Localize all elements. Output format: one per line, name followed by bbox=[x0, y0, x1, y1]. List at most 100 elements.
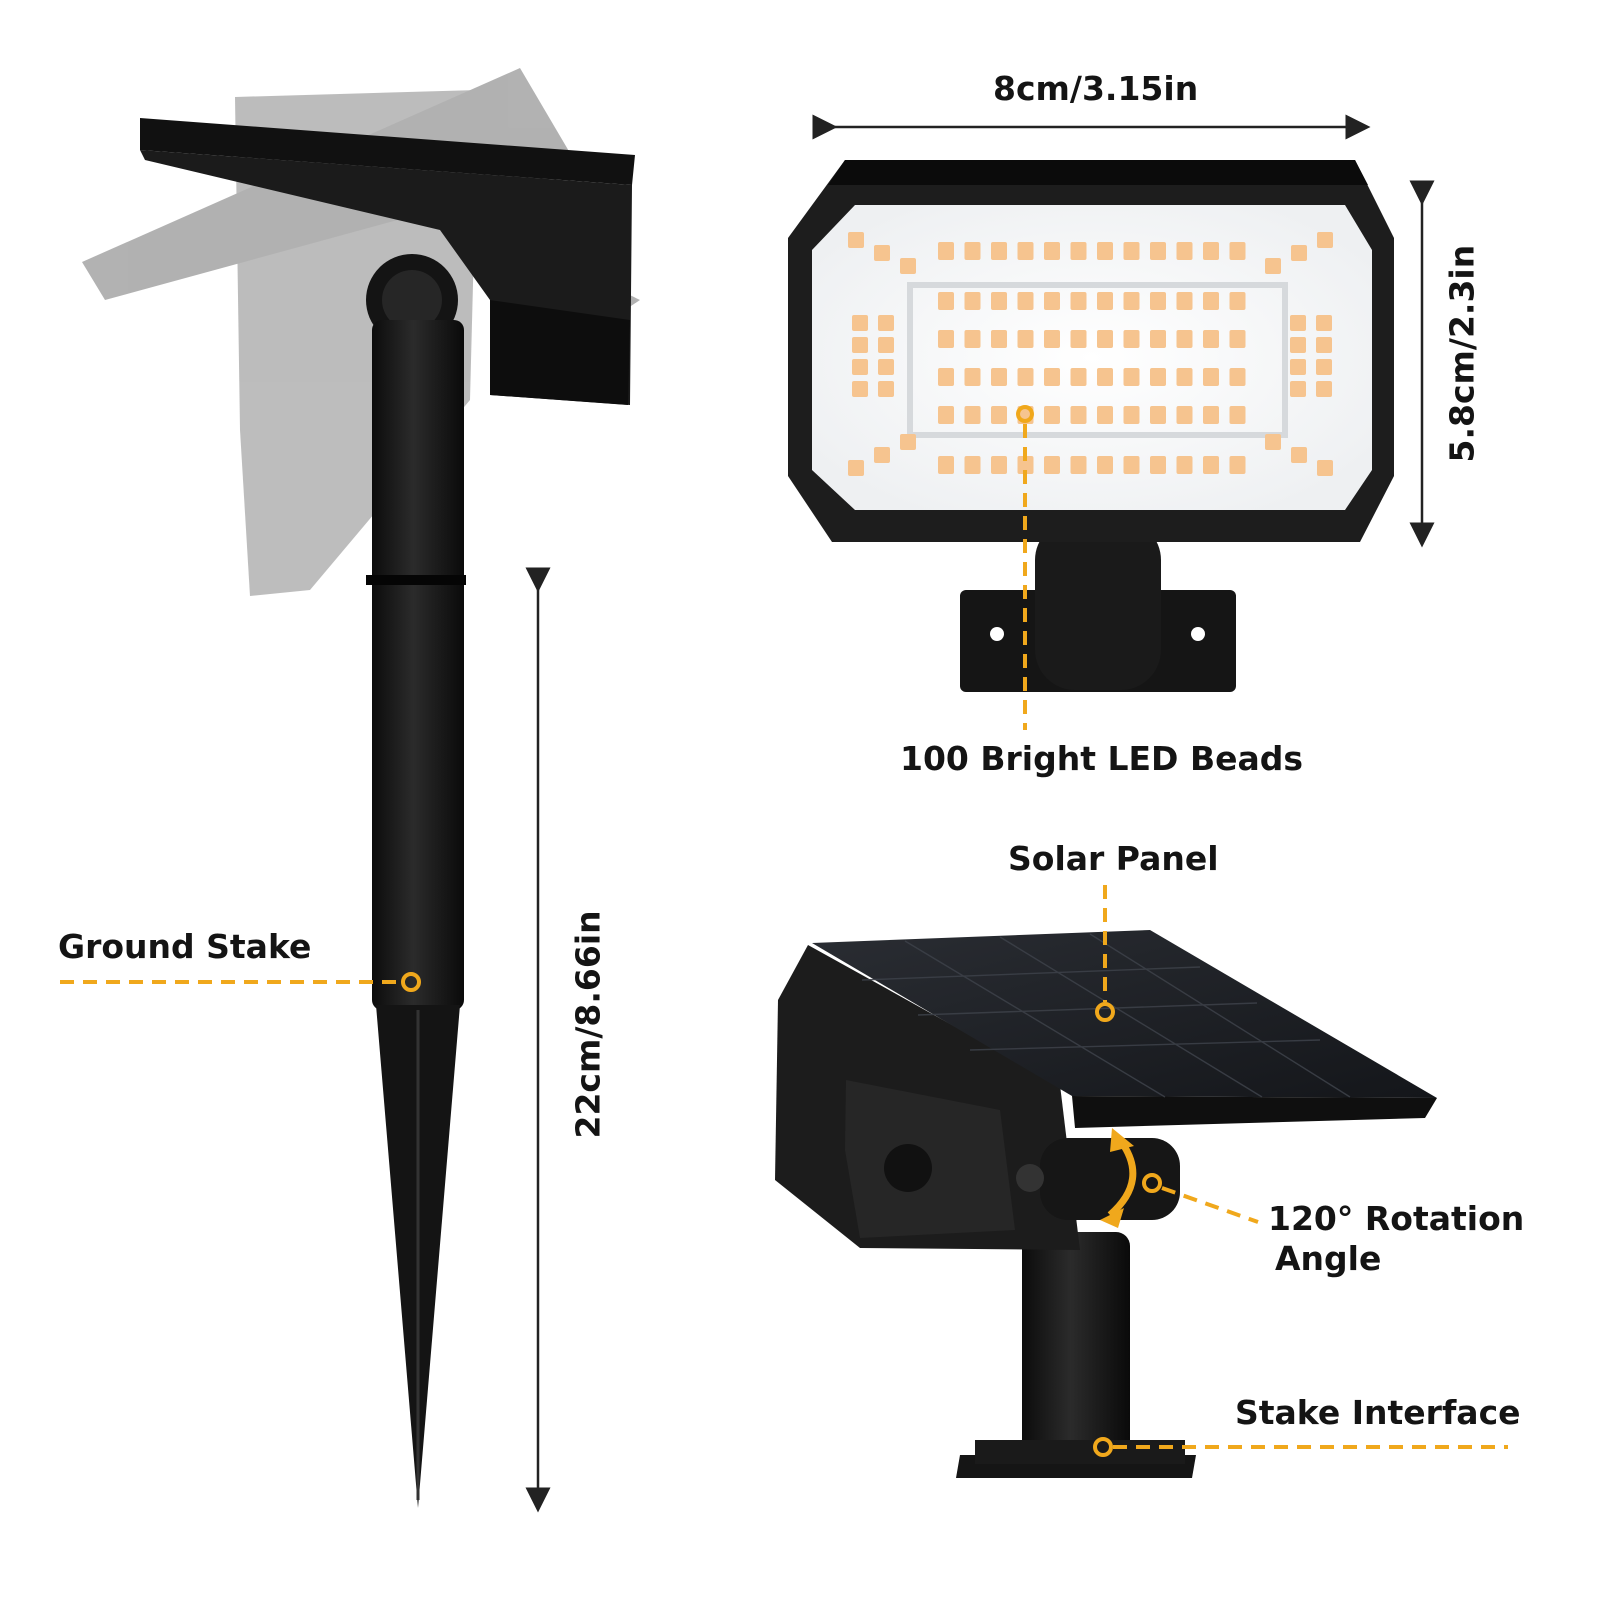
led-bead bbox=[1229, 330, 1246, 348]
solar-panel-callout bbox=[1095, 885, 1115, 1022]
led-bead bbox=[874, 447, 890, 463]
rotation-angle-label-line2: Angle bbox=[1275, 1239, 1382, 1278]
led-bead bbox=[1229, 368, 1246, 386]
led-bead bbox=[852, 337, 868, 353]
led-bead bbox=[878, 381, 894, 397]
led-bead bbox=[1070, 456, 1087, 474]
stake-interface-callout bbox=[1093, 1437, 1508, 1457]
led-bead bbox=[1203, 330, 1219, 348]
led-bead bbox=[1017, 292, 1034, 310]
led-bead bbox=[991, 406, 1007, 424]
led-bead bbox=[1044, 292, 1060, 310]
led-bead bbox=[852, 315, 868, 331]
solar-head-illustration bbox=[775, 930, 1437, 1478]
led-bead bbox=[1123, 292, 1140, 310]
led-bead bbox=[1203, 292, 1219, 310]
led-bead bbox=[1203, 406, 1219, 424]
led-bead bbox=[991, 242, 1007, 260]
solar-panel-label: Solar Panel bbox=[1008, 839, 1219, 878]
led-bead bbox=[1150, 330, 1166, 348]
led-bead bbox=[848, 232, 864, 248]
led-bead bbox=[964, 368, 981, 386]
led-bead bbox=[964, 406, 981, 424]
led-bead bbox=[1097, 368, 1113, 386]
led-bead bbox=[1150, 456, 1166, 474]
led-bead bbox=[848, 460, 864, 476]
rotation-angle-label-line1: 120° Rotation bbox=[1268, 1199, 1525, 1238]
led-bead bbox=[1265, 258, 1281, 274]
led-bead bbox=[878, 359, 894, 375]
led-bead bbox=[1316, 337, 1332, 353]
led-bead bbox=[1176, 242, 1193, 260]
led-bead bbox=[1316, 359, 1332, 375]
led-bead bbox=[1044, 368, 1060, 386]
led-bead bbox=[1317, 232, 1333, 248]
led-bead bbox=[1070, 368, 1087, 386]
led-bead bbox=[852, 381, 868, 397]
led-bead bbox=[1097, 406, 1113, 424]
led-bead bbox=[1176, 292, 1193, 310]
led-bead bbox=[1229, 456, 1246, 474]
led-bead bbox=[938, 368, 954, 386]
led-bead bbox=[1229, 242, 1246, 260]
led-bead bbox=[938, 456, 954, 474]
led-bead bbox=[1017, 330, 1034, 348]
led-bead bbox=[1044, 406, 1060, 424]
led-bead bbox=[1176, 330, 1193, 348]
led-bead bbox=[964, 292, 981, 310]
led-bead bbox=[1265, 434, 1281, 450]
led-bead bbox=[1229, 292, 1246, 310]
led-bead bbox=[991, 292, 1007, 310]
led-bead bbox=[1203, 456, 1219, 474]
led-bead bbox=[874, 245, 890, 261]
led-beads-callout bbox=[1016, 405, 1034, 730]
ground-stake-label: Ground Stake bbox=[58, 927, 312, 966]
led-bead bbox=[1316, 381, 1332, 397]
height-dimension-label: 5.8cm/2.3in bbox=[1442, 244, 1482, 463]
led-bead bbox=[991, 456, 1007, 474]
led-bead bbox=[1044, 456, 1060, 474]
led-bead bbox=[964, 242, 981, 260]
rotation-angle-callout bbox=[1142, 1173, 1259, 1224]
led-lamp-front-illustration bbox=[788, 160, 1394, 692]
led-bead bbox=[1044, 330, 1060, 348]
led-bead bbox=[1097, 242, 1113, 260]
led-bead bbox=[1123, 406, 1140, 424]
ground-stake-callout bbox=[60, 972, 421, 992]
led-bead bbox=[1017, 368, 1034, 386]
led-bead bbox=[900, 434, 916, 450]
led-bead bbox=[1123, 242, 1140, 260]
led-bead bbox=[1290, 359, 1306, 375]
stake-lamp-illustration bbox=[82, 68, 640, 1508]
stake-pole bbox=[372, 320, 464, 1010]
led-bead bbox=[1123, 368, 1140, 386]
led-bead bbox=[1176, 456, 1193, 474]
led-bead bbox=[878, 315, 894, 331]
led-bead bbox=[1150, 406, 1166, 424]
led-beads-label: 100 Bright LED Beads bbox=[900, 739, 1304, 778]
led-bead bbox=[1317, 460, 1333, 476]
led-bead bbox=[938, 406, 954, 424]
led-bead bbox=[1291, 245, 1307, 261]
led-bead bbox=[1176, 368, 1193, 386]
led-bead bbox=[852, 359, 868, 375]
width-dimension-label: 8cm/3.15in bbox=[993, 69, 1199, 108]
led-bead bbox=[1070, 242, 1087, 260]
led-bead bbox=[1290, 381, 1306, 397]
led-bead bbox=[938, 292, 954, 310]
led-bead bbox=[1150, 242, 1166, 260]
led-bead bbox=[1290, 337, 1306, 353]
led-bead bbox=[1097, 292, 1113, 310]
led-bead bbox=[1203, 368, 1219, 386]
led-bead bbox=[1017, 242, 1034, 260]
led-bead bbox=[1070, 406, 1087, 424]
led-bead bbox=[1070, 292, 1087, 310]
led-bead bbox=[1150, 368, 1166, 386]
stake-interface-label: Stake Interface bbox=[1235, 1393, 1521, 1432]
led-bead bbox=[1291, 447, 1307, 463]
led-bead bbox=[964, 456, 981, 474]
led-bead bbox=[964, 330, 981, 348]
led-bead bbox=[1097, 330, 1113, 348]
